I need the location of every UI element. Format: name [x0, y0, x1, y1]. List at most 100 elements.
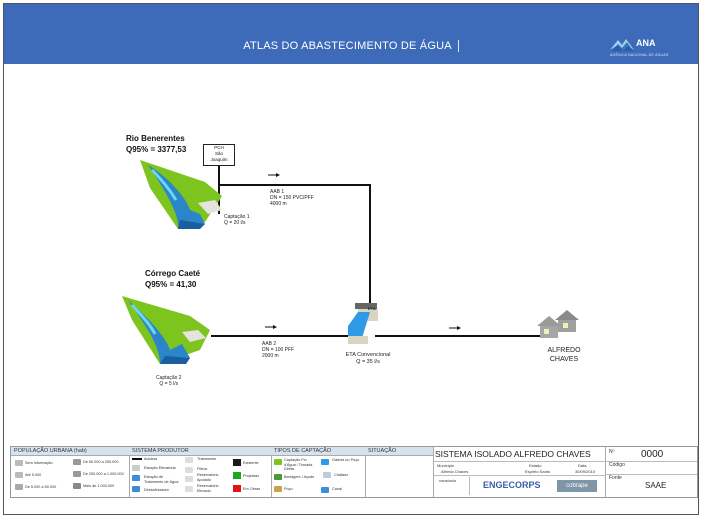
engecorps-logo: ENGECORPS — [483, 480, 541, 490]
pch-line-1: PCH — [214, 145, 224, 150]
population-icon — [15, 460, 23, 466]
town-name-line-2: CHAVES — [549, 356, 579, 363]
pch-line-3: Joaquim — [210, 157, 228, 162]
flow-arrow-icon — [268, 173, 280, 177]
page-title: ATLAS DO ABASTECIMENTO DE ÁGUA — [4, 40, 698, 52]
pch-box: PCH São Joaquim — [203, 144, 235, 166]
eta-flow: Q = 35 l/s — [356, 359, 380, 365]
elevated-reservoir-icon — [185, 486, 193, 492]
legend-population-title: POPULAÇÃO URBANA (hab) — [11, 447, 129, 456]
aab1-name: AAB 1 — [270, 189, 285, 195]
legend-panel: POPULAÇÃO URBANA (hab) Sem informação De… — [10, 446, 698, 498]
status-label: Existente — [243, 461, 259, 465]
eta-treatment-icon — [348, 303, 378, 344]
legend-situation-title: SITUAÇÃO — [365, 447, 433, 456]
numero-value: 0000 — [641, 449, 664, 460]
intake-type-item: Canal — [332, 487, 342, 491]
aab1-length: 4000 m — [270, 201, 287, 207]
intake-type-item: Poço — [284, 487, 293, 491]
system-item: Reservatório Apoiado — [197, 473, 219, 482]
canal-icon — [321, 487, 329, 493]
intake-2-flow: Q = 5 l/s — [159, 381, 179, 387]
well-icon — [274, 486, 282, 492]
population-item: Mais de 1.000.000 — [83, 484, 115, 488]
fonte-value: SAAE — [645, 481, 667, 490]
eta-name: ETA Convencional — [345, 352, 391, 358]
intake-2-name: Captação 2 — [156, 375, 182, 381]
legend-system-title: SISTEMA PRODUTOR — [129, 447, 271, 456]
municipio-label: Município — [437, 463, 455, 468]
desalinator-icon — [132, 486, 140, 492]
population-item: De 50.000 a 250.000 — [83, 460, 119, 464]
flow-arrow-icon — [449, 326, 461, 330]
legend-meta: Nº 0000 Código Fonte SAAE — [605, 447, 697, 497]
numero-label: Nº — [609, 449, 615, 455]
system-item: Filtros — [197, 467, 208, 471]
population-item: Sem informação — [25, 461, 53, 465]
population-item: De 250.000 a 1.000.000 — [83, 472, 124, 476]
population-icon — [73, 459, 81, 465]
estado-label: Estado — [529, 463, 542, 468]
town-houses-icon — [537, 310, 579, 338]
aab2-length: 2000 m — [262, 353, 279, 359]
ana-wave-icon — [610, 39, 634, 51]
status-label: Projetado — [243, 474, 260, 478]
population-item: Até 5.000 — [25, 473, 42, 477]
system-item: Estação de Tratamento de Água — [144, 475, 179, 484]
legend-info: SISTEMA ISOLADO ALFREDO CHAVES Município… — [433, 447, 606, 497]
intake-1-flow: Q = 20 l/s — [224, 220, 246, 226]
fonte-label: Fonte — [609, 475, 622, 481]
pump-station-icon — [132, 465, 140, 471]
system-item: Tratamento — [197, 457, 217, 461]
population-icon — [15, 472, 23, 478]
aab1-spec: DN = 150 PVC/PFF — [270, 195, 314, 201]
legend-intake-title: TIPOS DE CAPTAÇÃO — [271, 447, 365, 456]
intake-2-river-icon — [122, 296, 210, 364]
ground-reservoir-icon — [185, 476, 193, 482]
legend-system: SISTEMA PRODUTOR Adutora Estação Elevató… — [129, 447, 272, 497]
intake-1-label: Captação 1 Q = 20 l/s — [224, 214, 250, 226]
estado-value: Espírito Santo — [525, 469, 551, 474]
source-1-name: Rio Benerentes — [126, 134, 185, 143]
town-label: ALFREDO CHAVES — [542, 346, 586, 364]
status-swatch-under-construction — [233, 485, 241, 492]
page-frame — [3, 3, 699, 515]
data-label: Data — [578, 463, 587, 468]
intake-1-river-icon — [140, 160, 222, 229]
intake-type-item: Captação Fio d'Água / Tomada Direta — [284, 458, 313, 471]
cobrape-logo: cobrape — [557, 480, 597, 492]
ana-logo: ANA AGÊNCIA NACIONAL DE ÁGUAS — [606, 36, 676, 60]
population-icon — [15, 484, 23, 490]
page-title-text: ATLAS DO ABASTECIMENTO DE ÁGUA — [243, 40, 459, 52]
status-label: Em Obras — [243, 487, 261, 491]
legend-situation: SITUAÇÃO — [365, 447, 434, 497]
data-value: 30/09/2010 — [575, 469, 596, 474]
eta-badge: ETA — [368, 306, 376, 311]
system-item: Estação Elevatória — [144, 466, 176, 470]
system-item: Reservatório Elevado — [197, 484, 219, 493]
codigo-label: Código — [609, 462, 625, 468]
logo-subtitle: AGÊNCIA NACIONAL DE ÁGUAS — [610, 53, 669, 57]
eta-icon — [132, 475, 140, 481]
treatment-icon — [185, 457, 193, 463]
filters-icon — [185, 467, 193, 473]
system-title: SISTEMA ISOLADO ALFREDO CHAVES — [435, 449, 591, 459]
aab1-label: AAB 1 DN = 150 PVC/PFF 4000 m — [270, 189, 314, 207]
legend-intake-types: TIPOS DE CAPTAÇÃO Captação Fio d'Água / … — [271, 447, 366, 497]
intake-type-item: Chafariz — [334, 473, 349, 477]
intake-2-label: Captação 2 Q = 5 l/s — [156, 375, 182, 387]
population-icon — [73, 483, 81, 489]
logo-text: ANA — [636, 38, 656, 48]
flow-arrow-icon — [265, 325, 277, 329]
run-of-river-icon — [274, 459, 282, 465]
aab2-label: AAB 2 DN = 100 PFF 2000 m — [262, 341, 294, 359]
fountain-icon — [323, 472, 331, 478]
intake-type-item: Galeria ou Poço — [332, 458, 360, 462]
intake-1-name: Captação 1 — [224, 214, 250, 220]
gallery-well-icon — [321, 459, 329, 465]
source-2-flow: Q95% = 41,30 — [145, 280, 197, 289]
aab2-name: AAB 2 — [262, 341, 277, 347]
pch-line-2: São — [214, 151, 223, 156]
source-1-flow: Q95% = 3377,53 — [126, 145, 187, 154]
